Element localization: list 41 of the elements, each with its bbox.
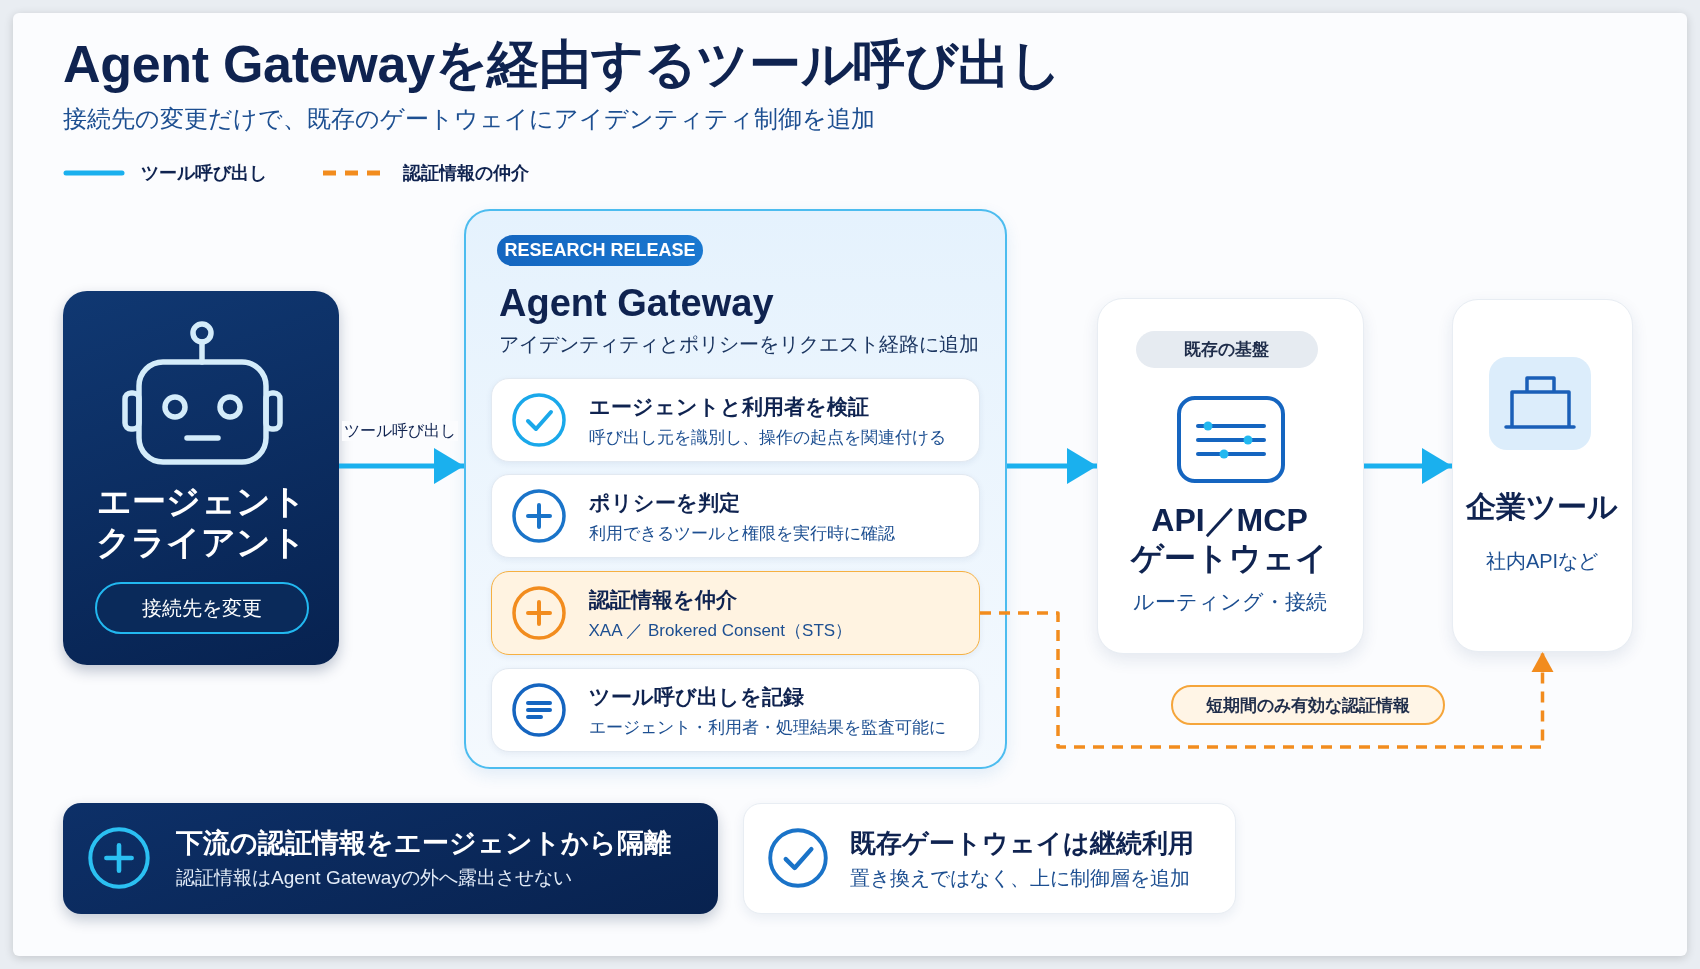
gateway-panel xyxy=(464,209,1007,769)
banner-description: 認証情報はAgent Gatewayの外へ露出させない xyxy=(176,866,572,890)
step-card xyxy=(491,571,980,655)
page-title: Agent Gatewayを経由するツール呼び出し xyxy=(63,34,1063,94)
banner-title: 下流の認証情報をエージェントから隔離 xyxy=(176,827,671,860)
card-description: エージェント・利用者・処理結果を監査可能に xyxy=(588,716,946,739)
legend-label: 認証情報の仲介 xyxy=(403,162,529,185)
status-badge: RESEARCH RELEASE xyxy=(497,235,703,266)
arrow xyxy=(1007,448,1097,484)
note-banner xyxy=(63,803,718,914)
card-title: ポリシーを判定 xyxy=(588,489,740,516)
gateway-card xyxy=(1097,298,1364,654)
step-card xyxy=(491,474,980,558)
card-description: 呼び出し元を識別し、操作の起点を関連付ける xyxy=(588,426,946,449)
card-title: 認証情報を仲介 xyxy=(588,586,737,613)
note-card xyxy=(743,803,1236,914)
card-description: 利用できるツールと権限を実行時に確認 xyxy=(588,522,895,545)
panel-subtitle: アイデンティティとポリシーをリクエスト経路に追加 xyxy=(499,332,979,357)
page-subtitle: 接続先の変更だけで、既存のゲートウェイにアイデンティティ制御を追加 xyxy=(63,104,875,134)
card-title: 企業ツール xyxy=(1465,488,1619,525)
arrow xyxy=(1364,448,1452,484)
card-description: XAA ／ Brokered Consent（STS） xyxy=(588,619,853,642)
pill-button: 接続先を変更 xyxy=(95,582,309,634)
tool-card xyxy=(1452,299,1633,652)
arrow xyxy=(339,448,464,484)
panel-title: エージェントクライアント xyxy=(95,481,307,563)
step-card xyxy=(491,668,980,752)
dashed-arrow xyxy=(980,611,1554,749)
tag-pill: 既存の基盤 xyxy=(1135,330,1318,368)
legend-label: ツール呼び出し xyxy=(141,162,267,185)
banner-title: 既存ゲートウェイは継続利用 xyxy=(849,826,1194,860)
client-panel xyxy=(63,291,339,665)
card-title: ツール呼び出しを記録 xyxy=(588,683,804,710)
card-title: API／MCP ゲートウェイ xyxy=(1129,500,1329,577)
card-description: ルーティング・接続 xyxy=(1132,588,1328,615)
card-description: 社内APIなど xyxy=(1484,548,1600,574)
step-card xyxy=(491,378,980,462)
edge-label: 短期間のみ有効な認証情報 xyxy=(1171,685,1445,725)
panel-title: Agent Gateway xyxy=(499,281,774,326)
card-title: エージェントと利用者を検証 xyxy=(588,393,869,420)
banner-description: 置き換えではなく、上に制御層を追加 xyxy=(849,865,1190,891)
